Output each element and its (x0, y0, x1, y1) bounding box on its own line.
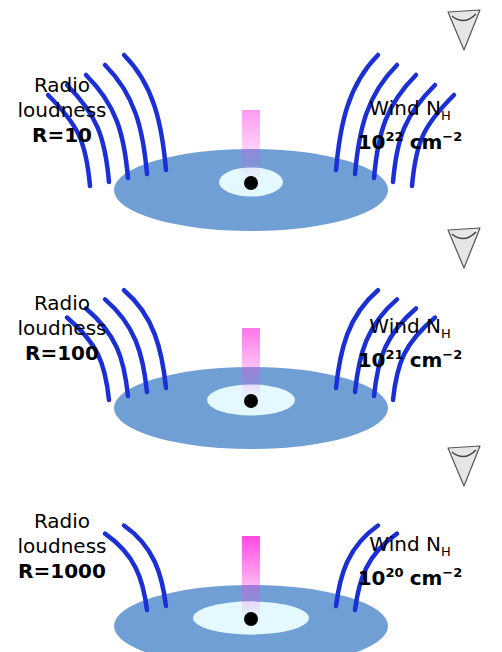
wind-column-exponent: 20 (386, 565, 404, 580)
wind-label: Wind NH (340, 532, 480, 564)
wind-column-unit: cm (410, 130, 443, 154)
radio-loudness-label: Radio loudness (18, 291, 107, 340)
wind-column-subscript: H (441, 544, 451, 559)
wind-label: Wind NH (340, 96, 480, 128)
radio-loudness-label: Radio loudness (18, 509, 107, 558)
wind-column-subscript: H (441, 326, 451, 341)
jet (242, 110, 260, 182)
observer-eye (448, 446, 480, 486)
wind-column-unit: cm (410, 348, 443, 372)
wind-column-unit-exponent: −2 (442, 129, 462, 144)
radio-label: Radio loudness (6, 291, 118, 341)
wind-value: 1020 cm−2 (335, 560, 485, 591)
observer-eye (448, 10, 480, 50)
radio-label: Radio loudness (6, 509, 118, 559)
wind-column-unit-exponent: −2 (442, 565, 462, 580)
radio-loudness-label: Radio loudness (18, 73, 107, 122)
black-hole (244, 394, 258, 408)
observer-eye (452, 14, 476, 21)
wind-column-label: Wind N (369, 532, 441, 556)
wind-value: 1021 cm−2 (335, 342, 485, 373)
wind-streamline (105, 534, 147, 610)
observer-eye (448, 228, 480, 268)
wind-column-exponent: 22 (386, 129, 404, 144)
black-hole (244, 176, 258, 190)
wind-column-exponent: 21 (386, 347, 404, 362)
jet (242, 536, 260, 618)
radio-loudness-value: R=100 (25, 341, 99, 365)
radio-value: R=100 (6, 341, 118, 366)
wind-label: Wind NH (340, 314, 480, 346)
radio-loudness-value: R=1000 (18, 559, 106, 583)
wind-value: 1022 cm−2 (335, 124, 485, 155)
wind-column-unit: cm (410, 566, 443, 590)
observer-eye (452, 450, 476, 457)
radio-value: R=1000 (6, 559, 118, 584)
radio-label: Radio loudness (6, 73, 118, 123)
radio-value: R=10 (6, 123, 118, 148)
radio-loudness-value: R=10 (32, 123, 92, 147)
wind-column-value: 10 (358, 348, 386, 372)
jet (242, 328, 260, 400)
wind-column-subscript: H (441, 108, 451, 123)
wind-column-label: Wind N (369, 314, 441, 338)
wind-column-unit-exponent: −2 (442, 347, 462, 362)
wind-column-value: 10 (358, 130, 386, 154)
black-hole (244, 612, 258, 626)
observer-eye (452, 232, 476, 239)
wind-column-label: Wind N (369, 96, 441, 120)
wind-column-value: 10 (358, 566, 386, 590)
